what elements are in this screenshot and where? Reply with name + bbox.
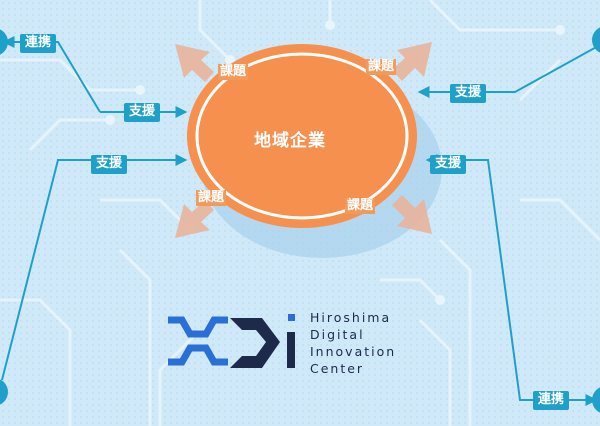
logo-line-2: Digital xyxy=(310,327,365,342)
company-node-ring xyxy=(195,52,409,220)
edge-node-top-right xyxy=(592,27,600,53)
issue-label-top-left: 課題 xyxy=(218,64,249,80)
issue-arrow-bottom-right xyxy=(392,195,432,234)
link-label-right-shien-lower: 支援 xyxy=(430,155,467,174)
issue-label-bottom-left: 課題 xyxy=(196,190,227,206)
edge-node-bottom-left xyxy=(0,379,8,405)
edge-node-bottom-right xyxy=(592,387,600,413)
connector-right-upper xyxy=(417,44,600,98)
logo-line-3: Innovation xyxy=(310,344,397,359)
logo-line-1: Hiroshima xyxy=(310,310,392,325)
link-label-right-shien-upper: 支援 xyxy=(450,84,487,103)
connector-left-lower xyxy=(1,154,188,381)
link-label-top-left-renkei: 連携 xyxy=(20,34,57,53)
company-node xyxy=(187,44,417,228)
issue-arrow-top-left xyxy=(175,44,214,82)
edge-node-top-left xyxy=(0,29,8,55)
company-label: 地域企業 xyxy=(254,131,326,151)
issue-label-bottom-right: 課題 xyxy=(345,198,376,214)
link-label-left-shien-lower: 支援 xyxy=(91,155,128,174)
issue-arrow-top-right xyxy=(392,42,432,81)
logo-line-4: Center xyxy=(310,361,365,376)
issue-label-top-right: 課題 xyxy=(366,59,397,75)
issue-arrow-bottom-left xyxy=(175,200,214,238)
link-label-bottom-right-renkei: 連携 xyxy=(533,391,570,410)
connector-right-lower xyxy=(486,159,598,406)
issue-arrows xyxy=(175,42,432,238)
link-label-left-shien-upper: 支援 xyxy=(124,103,161,122)
hdi-logo-mark xyxy=(168,314,295,368)
